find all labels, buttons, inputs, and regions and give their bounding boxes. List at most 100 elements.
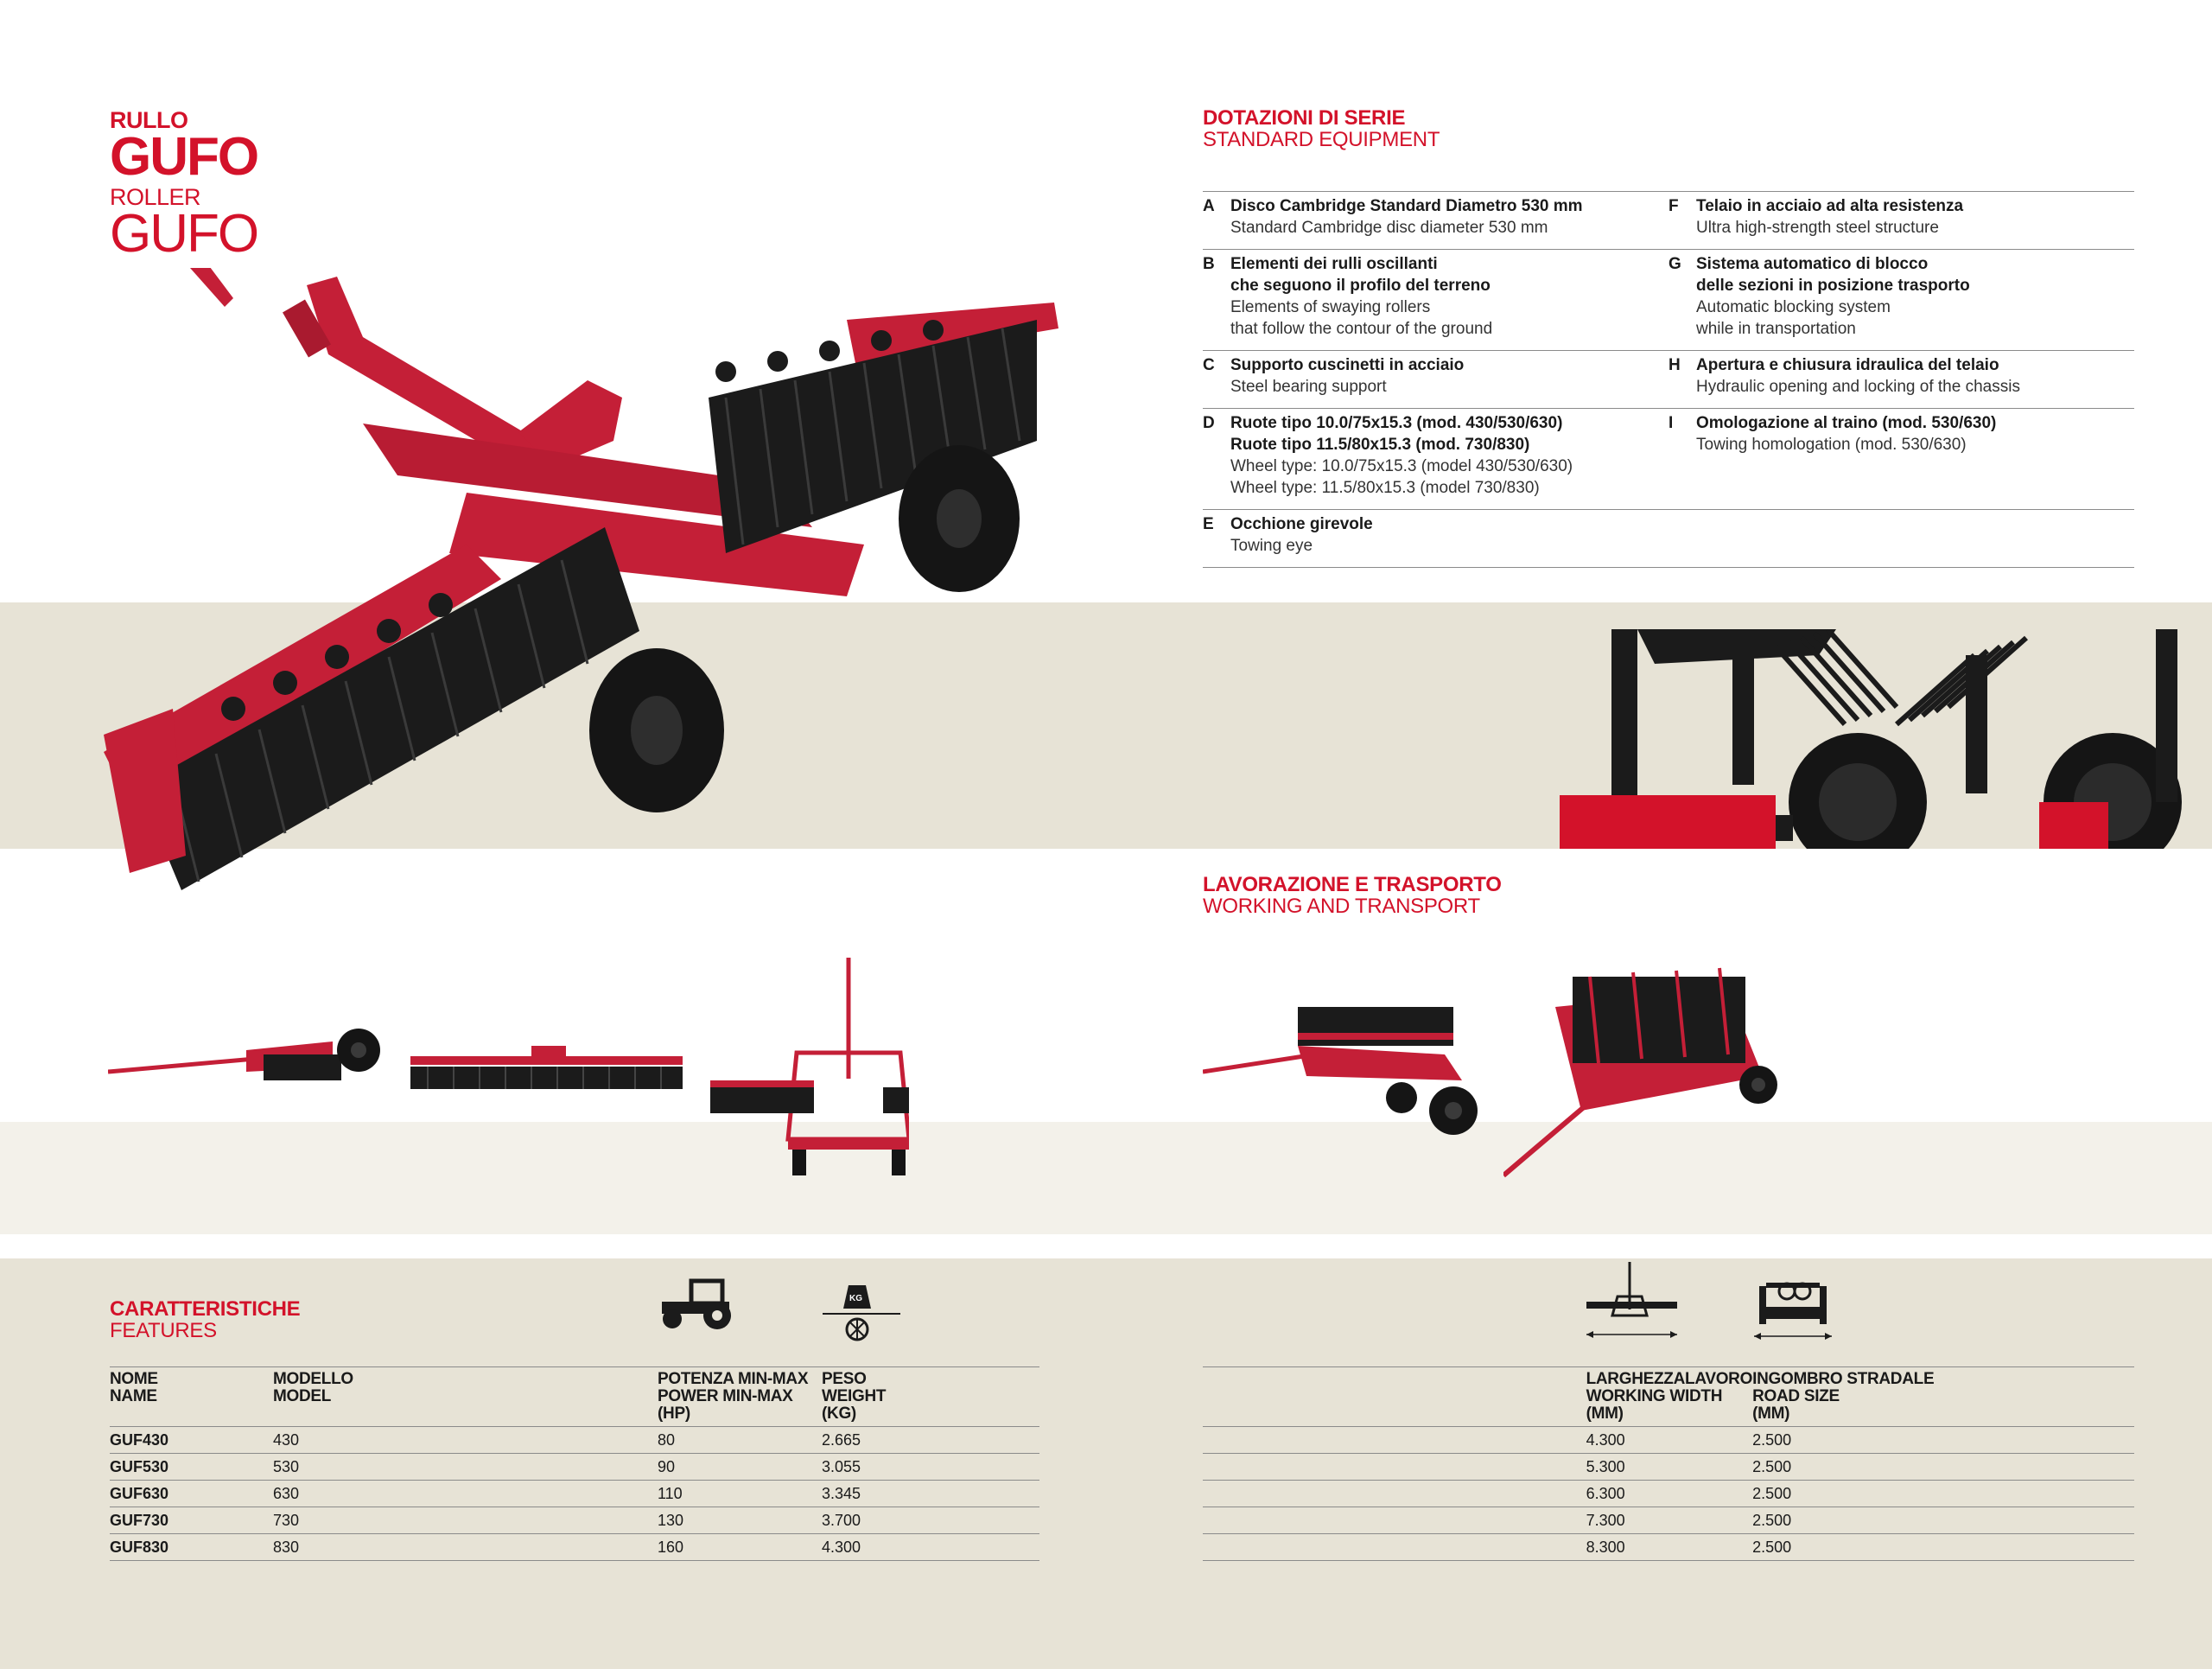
features-table-right: LARGHEZZALAVORO WORKING WIDTH (MM) INGOM… [1203,1366,2134,1561]
table-row: GUF830 830 160 4.300 [110,1533,1039,1561]
cell-road-size: 2.500 [1752,1453,2134,1481]
table-row: GUF430 430 80 2.665 [110,1426,1039,1454]
cell-power: 160 [658,1533,822,1561]
equipment-heading-it: DOTAZIONI DI SERIE [1203,106,1406,130]
equipment-item-empty [1669,510,2134,567]
equipment-item-en: Elements of swaying rollers that follow … [1230,298,1493,338]
equipment-letter: H [1669,356,1681,374]
detail-closeup-illustration [1560,629,2212,849]
cell-model: 830 [273,1533,658,1561]
cell-blank [1203,1426,1586,1454]
working-heading-it: LAVORAZIONE E TRASPORTO [1203,873,1502,896]
header-working-width: LARGHEZZALAVORO WORKING WIDTH (MM) [1586,1366,1752,1427]
cell-name: GUF430 [110,1426,273,1454]
equipment-item-it: Telaio in acciaio ad alta resistenza [1696,197,1964,215]
cell-road-size: 2.500 [1752,1480,2134,1507]
cell-power: 80 [658,1426,822,1454]
table-row: 8.300 2.500 [1203,1533,2134,1561]
table-row: 4.300 2.500 [1203,1426,2134,1454]
cell-working-width: 7.300 [1586,1507,1753,1534]
features-heading: CARATTERISTICHE FEATURES [110,1298,301,1342]
equipment-item-en: Automatic blocking system while in trans… [1696,298,1891,338]
table-row: 5.300 2.500 [1203,1453,2134,1481]
cell-model: 630 [273,1480,658,1507]
cell-name: GUF630 [110,1480,273,1507]
cell-blank [1203,1533,1586,1561]
cell-working-width: 4.300 [1586,1426,1753,1454]
equipment-item-en: Standard Cambridge disc diameter 530 mm [1230,219,1548,237]
equipment-item-it: Ruote tipo 10.0/75x15.3 (mod. 430/530/63… [1230,414,1563,454]
table-row: GUF630 630 110 3.345 [110,1480,1039,1507]
side-view-illustration [108,1029,380,1080]
working-position-illustration [1203,1007,1478,1135]
header-road-size: INGOMBRO STRADALE ROAD SIZE (MM) [1752,1366,2134,1427]
equipment-letter: C [1203,356,1215,374]
equipment-letter: E [1203,515,1214,533]
cell-power: 110 [658,1480,822,1507]
equipment-letter: D [1203,414,1215,432]
equipment-item-it: Occhione girevole [1230,515,1373,533]
features-header-row: LARGHEZZALAVORO WORKING WIDTH (MM) INGOM… [1203,1366,2134,1427]
cell-blank [1203,1480,1586,1507]
equipment-item: G Sistema automatico di blocco delle sez… [1669,250,2134,350]
cell-model: 530 [273,1453,658,1481]
working-width-icon [1586,1262,1677,1338]
equipment-item-it: Elementi dei rulli oscillanti che seguon… [1230,255,1491,295]
header-name: NOME NAME [110,1366,273,1427]
title-it-small: RULLO [110,107,188,133]
equipment-item-en: Towing eye [1230,537,1313,555]
equipment-letter: G [1669,255,1681,273]
cell-weight: 4.300 [822,1533,1039,1561]
weight-icon: KG [823,1283,900,1343]
cell-road-size: 2.500 [1752,1426,2134,1454]
equipment-item-it: Omologazione al traino (mod. 530/630) [1696,414,1997,432]
equipment-item-en: Ultra high-strength steel structure [1696,219,1939,237]
top-view-illustration [710,958,909,1175]
cell-weight: 2.665 [822,1426,1039,1454]
title-en-small: ROLLER [110,184,201,210]
product-title: RULLO GUFO ROLLER GUFO [110,107,259,264]
cell-name: GUF530 [110,1453,273,1481]
header-blank [1203,1366,1586,1427]
equipment-letter: A [1203,197,1215,215]
cell-blank [1203,1453,1586,1481]
equipment-heading: DOTAZIONI DI SERIE STANDARD EQUIPMENT [1203,106,1440,152]
equipment-item-en: Steel bearing support [1230,378,1387,396]
front-view-illustration [410,1046,683,1089]
cell-power: 130 [658,1507,822,1534]
header-model: MODELLO MODEL [273,1366,658,1427]
equipment-row: A Disco Cambridge Standard Diametro 530 … [1203,191,2134,249]
features-header-row: NOME NAME MODELLO MODEL POTENZA MIN-MAX … [110,1366,1039,1427]
equipment-item-en: Towing homologation (mod. 530/630) [1696,436,1967,454]
equipment-item: D Ruote tipo 10.0/75x15.3 (mod. 430/530/… [1203,409,1669,509]
table-row: GUF530 530 90 3.055 [110,1453,1039,1481]
cell-working-width: 8.300 [1586,1533,1753,1561]
weight-icon-label: KG [849,1294,862,1303]
cell-name: GUF730 [110,1507,273,1534]
header-weight: PESO WEIGHT (KG) [822,1366,1039,1427]
equipment-item-it: Sistema automatico di blocco delle sezio… [1696,255,1970,295]
cell-weight: 3.055 [822,1453,1039,1481]
equipment-table: A Disco Cambridge Standard Diametro 530 … [1203,191,2134,568]
equipment-item: B Elementi dei rulli oscillanti che segu… [1203,250,1669,350]
header-power: POTENZA MIN-MAX POWER MIN-MAX (HP) [658,1366,822,1427]
title-en-big: GUFO [110,204,259,264]
cell-model: 730 [273,1507,658,1534]
equipment-letter: I [1669,414,1674,432]
cell-working-width: 6.300 [1586,1480,1753,1507]
cell-weight: 3.345 [822,1480,1039,1507]
equipment-row: D Ruote tipo 10.0/75x15.3 (mod. 430/530/… [1203,408,2134,509]
equipment-item-it: Supporto cuscinetti in acciaio [1230,356,1465,374]
equipment-letter: F [1669,197,1679,215]
working-heading-en: WORKING AND TRANSPORT [1203,895,1480,919]
table-row: GUF730 730 130 3.700 [110,1507,1039,1534]
title-it-big: GUFO [110,127,259,187]
transport-position-illustration [1503,967,1777,1178]
main-machine-illustration [104,268,1058,890]
equipment-heading-en: STANDARD EQUIPMENT [1203,128,1440,152]
